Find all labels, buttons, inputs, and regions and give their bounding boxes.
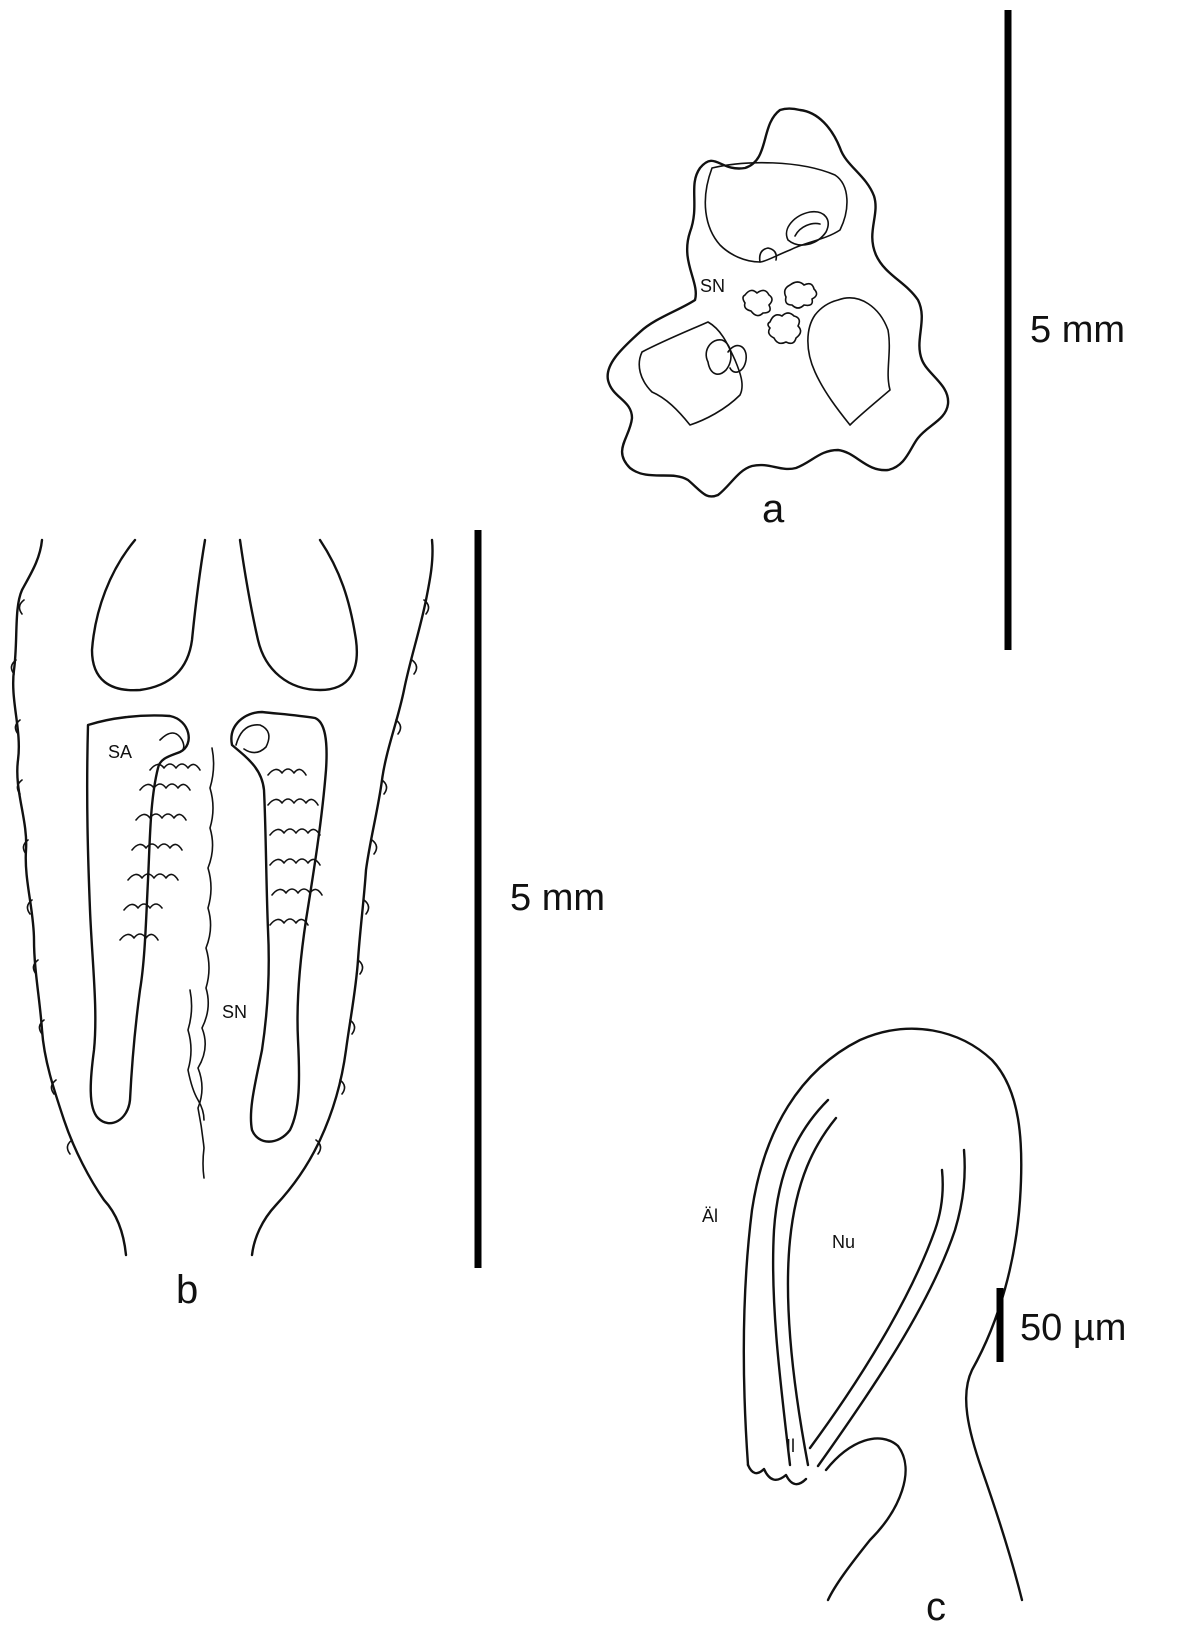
panel-a-sn-label: SN: [700, 276, 725, 296]
panel-c-micropyle-lobes: [748, 1465, 806, 1484]
panel-c-nucellus-right: [810, 1170, 943, 1448]
panel-a-ovule-left: [706, 340, 746, 374]
panel-b-outer-outline: [13, 540, 126, 1255]
panel-a-outer-outline: [608, 109, 949, 497]
panel-c-letter: c: [926, 1585, 946, 1629]
panel-c-inner-integument-inner: [788, 1118, 836, 1465]
panel-b-left-locule: [87, 715, 189, 1123]
panel-b-outer-outline-right: [252, 540, 433, 1255]
panel-c-outer-integument: [744, 1029, 1022, 1600]
panel-b-sn-label: SN: [222, 1002, 247, 1022]
panel-c-ii-label: Il: [786, 1436, 795, 1456]
panel-a-right-locule: [808, 298, 890, 425]
panel-c: Äl Nu Il 50 µm c: [702, 1029, 1126, 1629]
panel-a-septal-nectary-1: [743, 290, 772, 315]
panel-b-sa-label: SA: [108, 742, 132, 762]
panel-a-left-locule: [639, 322, 742, 425]
panel-b-left-tepal: [92, 540, 205, 690]
panel-b-right-locule: [231, 712, 326, 1142]
panel-c-inner-integument-outer: [773, 1100, 828, 1465]
panel-a-septal-nectary-3: [768, 313, 801, 343]
panel-a-scale-text: 5 mm: [1030, 309, 1125, 351]
panel-b-scale-text: 5 mm: [510, 877, 605, 919]
panel-b-septal-nectary-slit: [198, 748, 214, 1178]
panel-a: SN 5 mm a: [608, 10, 1125, 650]
panel-c-funicle: [826, 1438, 906, 1600]
panel-a-septal-nectary-2: [785, 282, 817, 308]
panel-a-letter: a: [762, 487, 785, 531]
panel-c-nu-label: Nu: [832, 1232, 855, 1252]
panel-a-ovule-top: [787, 212, 829, 245]
panel-c-scale-text: 50 µm: [1020, 1307, 1126, 1349]
panel-b: SA SN 5 mm b: [11, 530, 605, 1312]
panel-b-septal-nectary-slit-2: [188, 990, 204, 1120]
panel-b-right-tepal: [240, 540, 357, 690]
panel-b-letter: b: [176, 1268, 198, 1312]
panel-b-left-sa-coil: [120, 733, 200, 940]
panel-a-upper-locule: [705, 163, 847, 262]
panel-c-ai-label: Äl: [702, 1206, 718, 1226]
